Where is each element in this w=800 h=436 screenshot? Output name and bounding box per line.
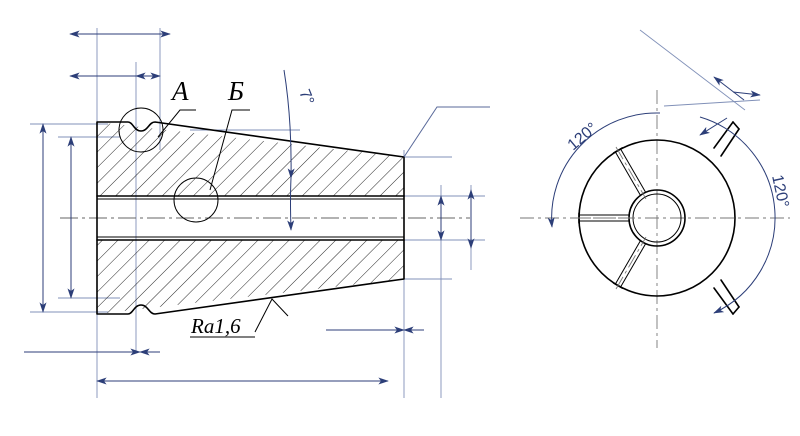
detail-label-b: Б	[227, 76, 244, 106]
lower-wall-hatch	[97, 240, 404, 314]
end-view-slot-2	[612, 236, 647, 290]
detail-callout-a: А	[157, 76, 196, 138]
angle-arc-right	[699, 116, 776, 314]
detail-callout-b: Б	[209, 76, 250, 191]
end-view-slot-1	[575, 212, 635, 224]
extension-lines	[24, 28, 485, 398]
detail-label-a: А	[170, 76, 189, 106]
corner-leader-line	[403, 106, 490, 158]
leader-line-b	[209, 109, 250, 191]
surface-finish-label: Ra1,6	[190, 314, 241, 338]
taper-angle-dimension: 7°	[283, 69, 317, 231]
upper-wall-outline	[96, 121, 405, 197]
taper-angle-label: 7°	[295, 87, 316, 108]
angle-arc-left	[547, 112, 661, 228]
surface-finish-callout: Ra1,6	[190, 298, 289, 338]
end-view-slot-witness-lines	[639, 29, 761, 136]
angle-dimension-right: 120°	[699, 116, 792, 314]
collet-end-view: 120° 120°	[547, 29, 792, 315]
detail-circle-b	[173, 177, 219, 223]
collet-section-body	[96, 107, 405, 315]
taper-angle-arc-upper	[283, 69, 295, 179]
upper-wall-hatch	[97, 122, 404, 196]
lower-wall-outline	[96, 239, 405, 315]
end-view-slot-extensions	[713, 121, 740, 315]
surface-finish-symbol	[254, 298, 289, 333]
angle-label-left: 120°	[565, 120, 601, 154]
leader-line-a	[157, 109, 196, 138]
center-lines	[60, 90, 790, 348]
angle-label-right: 120°	[768, 173, 792, 209]
taper-angle-arc-lower	[287, 177, 295, 231]
end-view-slot-3	[612, 146, 647, 200]
detail-circle-a	[118, 107, 164, 153]
angle-dimension-left: 120°	[547, 112, 661, 228]
